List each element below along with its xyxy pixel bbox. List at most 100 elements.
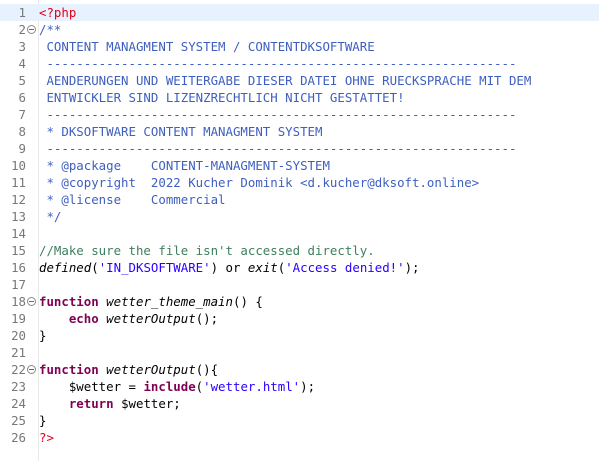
code-token: ); bbox=[300, 379, 316, 394]
code-token: ); bbox=[404, 260, 420, 275]
code-token: } bbox=[39, 413, 47, 428]
line-number: 16 bbox=[11, 260, 26, 275]
code-token: () { bbox=[232, 294, 263, 309]
code-text[interactable]: } bbox=[39, 327, 46, 344]
code-line[interactable]: 6 ENTWICKLER SIND LIZENZRECHTLICH NICHT … bbox=[0, 89, 599, 106]
code-token: echo bbox=[68, 311, 99, 326]
code-text[interactable]: * @license Commercial bbox=[39, 191, 226, 208]
code-text[interactable]: ENTWICKLER SIND LIZENZRECHTLICH NICHT GE… bbox=[39, 89, 405, 106]
code-text[interactable]: * @package CONTENT-MANAGMENT-SYSTEM bbox=[39, 157, 330, 174]
code-token: = bbox=[121, 379, 144, 394]
code-line[interactable]: 22 function wetterOutput(){ bbox=[0, 361, 599, 378]
code-text[interactable]: */ bbox=[39, 208, 61, 225]
code-token: ----------------------------------------… bbox=[39, 141, 517, 156]
code-text[interactable]: defined('IN_DKSOFTWARE') or exit('Access… bbox=[39, 259, 420, 276]
fold-toggle-icon[interactable] bbox=[27, 25, 36, 34]
code-token: ----------------------------------------… bbox=[39, 56, 517, 71]
code-line[interactable]: 19 echo wetterOutput(); bbox=[0, 310, 599, 327]
code-token: 'IN_DKSOFTWARE' bbox=[98, 260, 211, 275]
code-text[interactable]: echo wetterOutput(); bbox=[39, 310, 218, 327]
line-number: 8 bbox=[18, 124, 26, 139]
line-number: 22 bbox=[11, 362, 26, 377]
code-token: return bbox=[68, 396, 114, 411]
line-number-gutter bbox=[0, 0, 39, 461]
line-number: 13 bbox=[11, 209, 26, 224]
code-line[interactable]: 15//Make sure the file isn't accessed di… bbox=[0, 242, 599, 259]
code-line[interactable]: 3 CONTENT MANAGMENT SYSTEM / CONTENTDKSO… bbox=[0, 38, 599, 55]
line-number: 26 bbox=[11, 430, 26, 445]
code-text[interactable]: return $wetter; bbox=[39, 395, 181, 412]
code-line[interactable]: 5 AENDERUNGEN UND WEITERGABE DIESER DATE… bbox=[0, 72, 599, 89]
line-number: 11 bbox=[11, 175, 26, 190]
code-token: (){ bbox=[195, 362, 219, 377]
code-token: defined bbox=[39, 260, 92, 275]
code-token: CONTENT MANAGMENT SYSTEM / CONTENTDKSOFT… bbox=[39, 39, 375, 54]
code-line[interactable]: 12 * @license Commercial bbox=[0, 191, 599, 208]
code-line[interactable]: 26 ?> bbox=[0, 429, 599, 446]
code-token: ( bbox=[91, 260, 99, 275]
code-text[interactable]: ?> bbox=[39, 429, 54, 446]
code-line[interactable]: 9 --------------------------------------… bbox=[0, 140, 599, 157]
line-number: 17 bbox=[11, 277, 26, 292]
code-text[interactable]: $wetter = include('wetter.html'); bbox=[39, 378, 315, 395]
code-line[interactable]: 24 return $wetter; bbox=[0, 395, 599, 412]
code-line[interactable]: 4 --------------------------------------… bbox=[0, 55, 599, 72]
code-text[interactable]: CONTENT MANAGMENT SYSTEM / CONTENTDKSOFT… bbox=[39, 38, 375, 55]
code-token: * @copyright 2022 Kucher Dominik <d.kuch… bbox=[39, 175, 480, 190]
code-token: * DKSOFTWARE CONTENT MANAGMENT SYSTEM bbox=[39, 124, 323, 139]
code-token: function bbox=[39, 294, 99, 309]
code-text[interactable]: ----------------------------------------… bbox=[39, 106, 516, 123]
code-token: <?php bbox=[39, 5, 77, 20]
fold-toggle-icon[interactable] bbox=[27, 365, 36, 374]
code-line[interactable]: 2/** bbox=[0, 21, 599, 38]
code-text[interactable]: //Make sure the file isn't accessed dire… bbox=[39, 242, 375, 259]
code-line[interactable]: 23 $wetter = include('wetter.html'); bbox=[0, 378, 599, 395]
code-token: 'Access denied!' bbox=[285, 260, 405, 275]
code-token: ) or bbox=[210, 260, 248, 275]
code-token: ----------------------------------------… bbox=[39, 107, 517, 122]
code-token: ; bbox=[173, 396, 181, 411]
code-token: //Make sure the file isn't accessed dire… bbox=[39, 243, 375, 258]
code-line[interactable]: 20} bbox=[0, 327, 599, 344]
code-text[interactable]: * @copyright 2022 Kucher Dominik <d.kuch… bbox=[39, 174, 479, 191]
code-line[interactable]: 16 defined('IN_DKSOFTWARE') or exit('Acce… bbox=[0, 259, 599, 276]
code-text[interactable]: function wetter_theme_main() { bbox=[39, 293, 263, 310]
code-token: wetter_theme_main bbox=[106, 294, 233, 309]
code-token: include bbox=[143, 379, 196, 394]
code-line[interactable]: 14 bbox=[0, 225, 599, 242]
code-token: (); bbox=[195, 311, 219, 326]
code-token: ENTWICKLER SIND LIZENZRECHTLICH NICHT GE… bbox=[39, 90, 405, 105]
code-token: } bbox=[39, 328, 47, 343]
code-text[interactable]: function wetterOutput(){ bbox=[39, 361, 218, 378]
code-token bbox=[39, 396, 69, 411]
code-token: /** bbox=[39, 22, 62, 37]
code-line[interactable]: 21 bbox=[0, 344, 599, 361]
code-line[interactable]: 10 * @package CONTENT-MANAGMENT-SYSTEM bbox=[0, 157, 599, 174]
line-number: 9 bbox=[18, 141, 26, 156]
code-token bbox=[114, 396, 121, 411]
line-number: 6 bbox=[18, 90, 26, 105]
code-text[interactable]: AENDERUNGEN UND WEITERGABE DIESER DATEI … bbox=[39, 72, 531, 89]
code-line[interactable]: 25} bbox=[0, 412, 599, 429]
code-line[interactable]: 13 */ bbox=[0, 208, 599, 225]
code-text[interactable]: /** bbox=[39, 21, 61, 38]
code-text[interactable]: ----------------------------------------… bbox=[39, 55, 516, 72]
code-line[interactable]: 7 --------------------------------------… bbox=[0, 106, 599, 123]
code-token: $wetter bbox=[121, 396, 174, 411]
code-text[interactable]: } bbox=[39, 412, 46, 429]
code-token bbox=[39, 311, 69, 326]
code-token: * @package CONTENT-MANAGMENT-SYSTEM bbox=[39, 158, 330, 173]
code-token: * @license Commercial bbox=[39, 192, 226, 207]
code-text[interactable]: * DKSOFTWARE CONTENT MANAGMENT SYSTEM bbox=[39, 123, 322, 140]
line-number: 10 bbox=[11, 158, 26, 173]
fold-toggle-icon[interactable] bbox=[27, 297, 36, 306]
code-line[interactable]: 1<?php bbox=[0, 4, 599, 21]
code-line[interactable]: 17 bbox=[0, 276, 599, 293]
code-text[interactable]: ----------------------------------------… bbox=[39, 140, 516, 157]
code-line[interactable]: 8 * DKSOFTWARE CONTENT MANAGMENT SYSTEM bbox=[0, 123, 599, 140]
code-text[interactable]: <?php bbox=[39, 4, 76, 21]
code-token: $wetter bbox=[68, 379, 122, 394]
code-line[interactable]: 11 * @copyright 2022 Kucher Dominik <d.k… bbox=[0, 174, 599, 191]
